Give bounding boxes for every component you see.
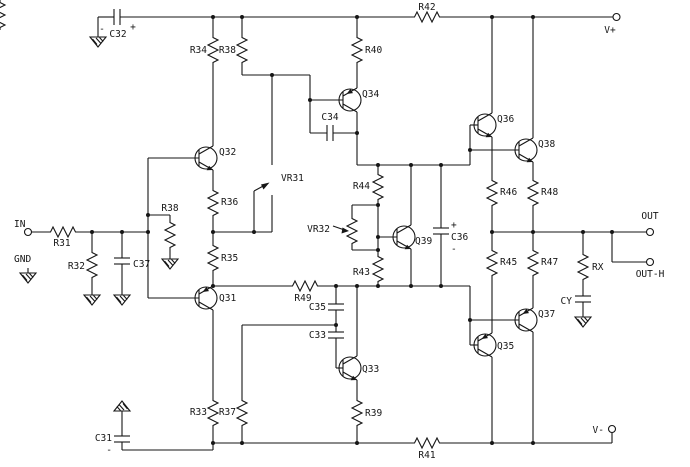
capacitor-c37 (113, 257, 131, 265)
resistor-r40 (351, 34, 363, 66)
label-r37: R37 (219, 407, 236, 418)
resistor-r43 (372, 253, 384, 285)
label-q34: Q34 (362, 89, 379, 100)
label-q37: Q37 (538, 309, 555, 320)
label-r35: R35 (221, 253, 238, 264)
label-q33: Q33 (362, 364, 379, 375)
label-r43: R43 (353, 267, 370, 278)
label-c32-minus: - (99, 24, 105, 35)
label-q32: Q32 (219, 147, 236, 158)
label-r47: R47 (541, 257, 558, 268)
label-r33: R33 (190, 407, 207, 418)
label-r40: R40 (365, 45, 382, 56)
label-c31-minus: - (106, 445, 112, 456)
labels: V+ V- IN GND OUT OUT-H R31 R32 R33 R34 R… (14, 2, 665, 461)
label-q31: Q31 (219, 293, 236, 304)
label-out-h: OUT-H (636, 269, 665, 280)
label-vminus: V- (593, 425, 604, 436)
label-r45: R45 (500, 257, 517, 268)
label-r42: R42 (418, 2, 435, 13)
resistor-r46 (486, 177, 498, 209)
label-r32: R32 (68, 261, 85, 272)
resistor-r37 (236, 397, 248, 429)
label-r38-mid: R38 (161, 203, 178, 214)
label-c31: C31 (95, 433, 112, 444)
label-r34: R34 (190, 45, 207, 56)
terminal-vminus (607, 424, 617, 434)
capacitor-c32 (113, 8, 121, 26)
label-vr31: VR31 (281, 173, 304, 184)
resistor-r38-mid (164, 219, 176, 251)
label-c37: C37 (133, 259, 150, 270)
label-c33: C33 (309, 330, 326, 341)
resistor-r41 (411, 437, 443, 449)
label-q38: Q38 (538, 139, 555, 150)
capacitor-c34 (326, 124, 334, 142)
label-out: OUT (641, 211, 658, 222)
label-r44: R44 (353, 181, 370, 192)
label-c34: C34 (321, 112, 338, 123)
label-vplus: V+ (604, 25, 616, 36)
terminal-in (23, 227, 33, 237)
resistor-r31 (47, 226, 79, 238)
resistor-r32 (86, 249, 98, 281)
ground-icon (19, 267, 37, 284)
resistor-r47 (527, 247, 539, 279)
label-q36: Q36 (497, 114, 514, 125)
resistor-r49 (289, 280, 321, 292)
label-r36: R36 (221, 197, 238, 208)
wires (31, 16, 646, 451)
label-q39: Q39 (415, 236, 432, 247)
resistor-rx (577, 251, 589, 283)
label-r39: R39 (365, 408, 382, 419)
label-r46: R46 (500, 187, 517, 198)
label-cy: CY (561, 296, 573, 307)
label-rx: RX (592, 262, 604, 273)
junction-dots (90, 15, 614, 445)
ground-icon (161, 253, 179, 270)
resistor-r45 (486, 247, 498, 279)
resistor-r36 (207, 187, 219, 219)
label-c36-plus: + (451, 220, 457, 231)
label-vr32: VR32 (307, 224, 330, 235)
resistor-r48 (527, 177, 539, 209)
label-r48: R48 (541, 187, 558, 198)
potentiometer-vr31 (0, 0, 270, 190)
terminal-vplus (612, 12, 621, 22)
resistor-r42 (411, 11, 443, 23)
label-c32-plus: + (130, 22, 136, 33)
label-gnd: GND (14, 254, 31, 265)
capacitor-c33 (327, 331, 345, 339)
label-c36-minus: - (451, 244, 457, 255)
label-r38-top: R38 (219, 45, 236, 56)
resistor-r34 (207, 34, 219, 66)
terminal-out-h (645, 257, 655, 267)
label-r41: R41 (418, 450, 435, 461)
ground-icon (113, 400, 131, 417)
ground-icon (574, 311, 592, 328)
capacitor-c35 (327, 303, 345, 311)
label-q35: Q35 (497, 341, 514, 352)
ground-icon (113, 289, 131, 306)
terminal-out (645, 227, 655, 237)
label-c35: C35 (309, 302, 326, 313)
resistor-r33 (207, 397, 219, 429)
capacitor-cy (574, 295, 592, 303)
resistor-r44 (372, 171, 384, 203)
resistor-r38-top (236, 34, 248, 66)
capacitor-c31 (113, 435, 131, 443)
label-c32: C32 (109, 29, 126, 40)
label-c36: C36 (451, 232, 468, 243)
ground-icon (83, 289, 101, 306)
potentiometer-vr32 (341, 215, 358, 247)
label-r31: R31 (53, 238, 70, 249)
label-r49: R49 (294, 293, 311, 304)
resistor-r35 (207, 242, 219, 274)
label-in: IN (14, 219, 26, 230)
capacitor-c36 (432, 227, 450, 235)
resistor-r39 (351, 397, 363, 429)
